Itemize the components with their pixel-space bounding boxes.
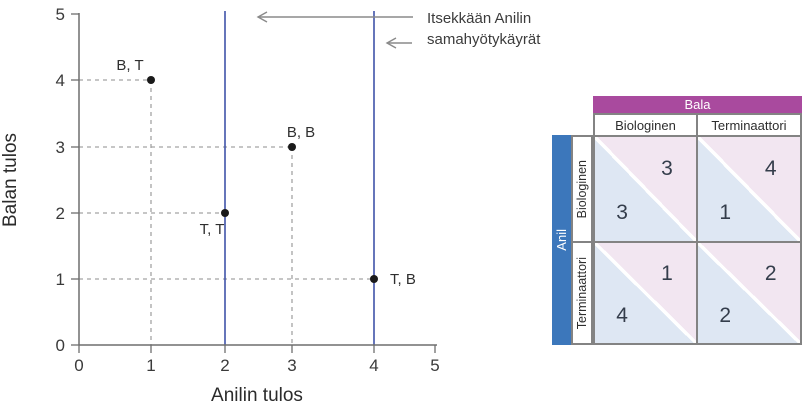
- svg-text:B, T: B, T: [116, 57, 143, 74]
- svg-text:1: 1: [146, 356, 155, 375]
- column-headers: Biologinen Terminaattori: [593, 113, 802, 137]
- anil-payoff: 2: [719, 304, 732, 327]
- payoff-cell-bt: 4 1: [698, 137, 800, 241]
- payoff-cells: 3 3 4 1 1 4 2 2: [593, 135, 802, 345]
- anil-payoff: 3: [616, 201, 628, 225]
- payoff-cell-tb: 1 4: [595, 243, 696, 343]
- vlines-annotation: Itsekkään Anilin samahyötykäyrät: [427, 8, 540, 50]
- svg-text:Anilin tulos: Anilin tulos: [211, 385, 303, 406]
- bala-payoff: 4: [764, 156, 777, 180]
- row-header-terminaattori: Terminaattori: [573, 243, 591, 343]
- payoff-matrix: Bala Biologinen Terminaattori Anil Biolo…: [552, 96, 802, 345]
- column-player-label: Bala: [684, 97, 711, 112]
- row-headers: Biologinen Terminaattori: [571, 135, 593, 345]
- row-player-header: Anil: [552, 135, 571, 345]
- svg-text:2: 2: [56, 204, 65, 223]
- bala-payoff: 1: [661, 262, 673, 285]
- anil-payoff: 1: [719, 201, 732, 225]
- annotation-line-1: Itsekkään Anilin: [427, 10, 532, 27]
- row-header-biologinen: Biologinen: [573, 137, 591, 241]
- svg-text:5: 5: [430, 356, 439, 375]
- svg-text:3: 3: [287, 356, 296, 375]
- svg-text:5: 5: [56, 5, 65, 24]
- row-player-label: Anil: [554, 229, 569, 251]
- svg-text:Balan tulos: Balan tulos: [0, 133, 21, 227]
- anil-payoff: 4: [616, 304, 628, 327]
- svg-text:2: 2: [220, 356, 229, 375]
- svg-text:1: 1: [56, 270, 65, 289]
- annotation-line-2: samahyötykäyrät: [427, 31, 541, 48]
- svg-text:4: 4: [56, 71, 65, 90]
- svg-text:T, B: T, B: [390, 271, 416, 288]
- svg-text:4: 4: [369, 356, 378, 375]
- svg-text:3: 3: [56, 138, 65, 157]
- bala-payoff: 2: [764, 262, 777, 285]
- column-player-header: Bala: [593, 96, 802, 113]
- col-header-biologinen: Biologinen: [595, 115, 696, 135]
- bala-payoff: 3: [661, 156, 673, 180]
- col-header-terminaattori: Terminaattori: [698, 115, 800, 135]
- svg-text:B, B: B, B: [287, 124, 315, 141]
- svg-text:0: 0: [56, 336, 65, 355]
- svg-text:T, T: T, T: [200, 221, 225, 238]
- svg-text:0: 0: [74, 356, 83, 375]
- payoff-cell-bb: 3 3: [595, 137, 696, 241]
- payoff-cell-tt: 2 2: [698, 243, 800, 343]
